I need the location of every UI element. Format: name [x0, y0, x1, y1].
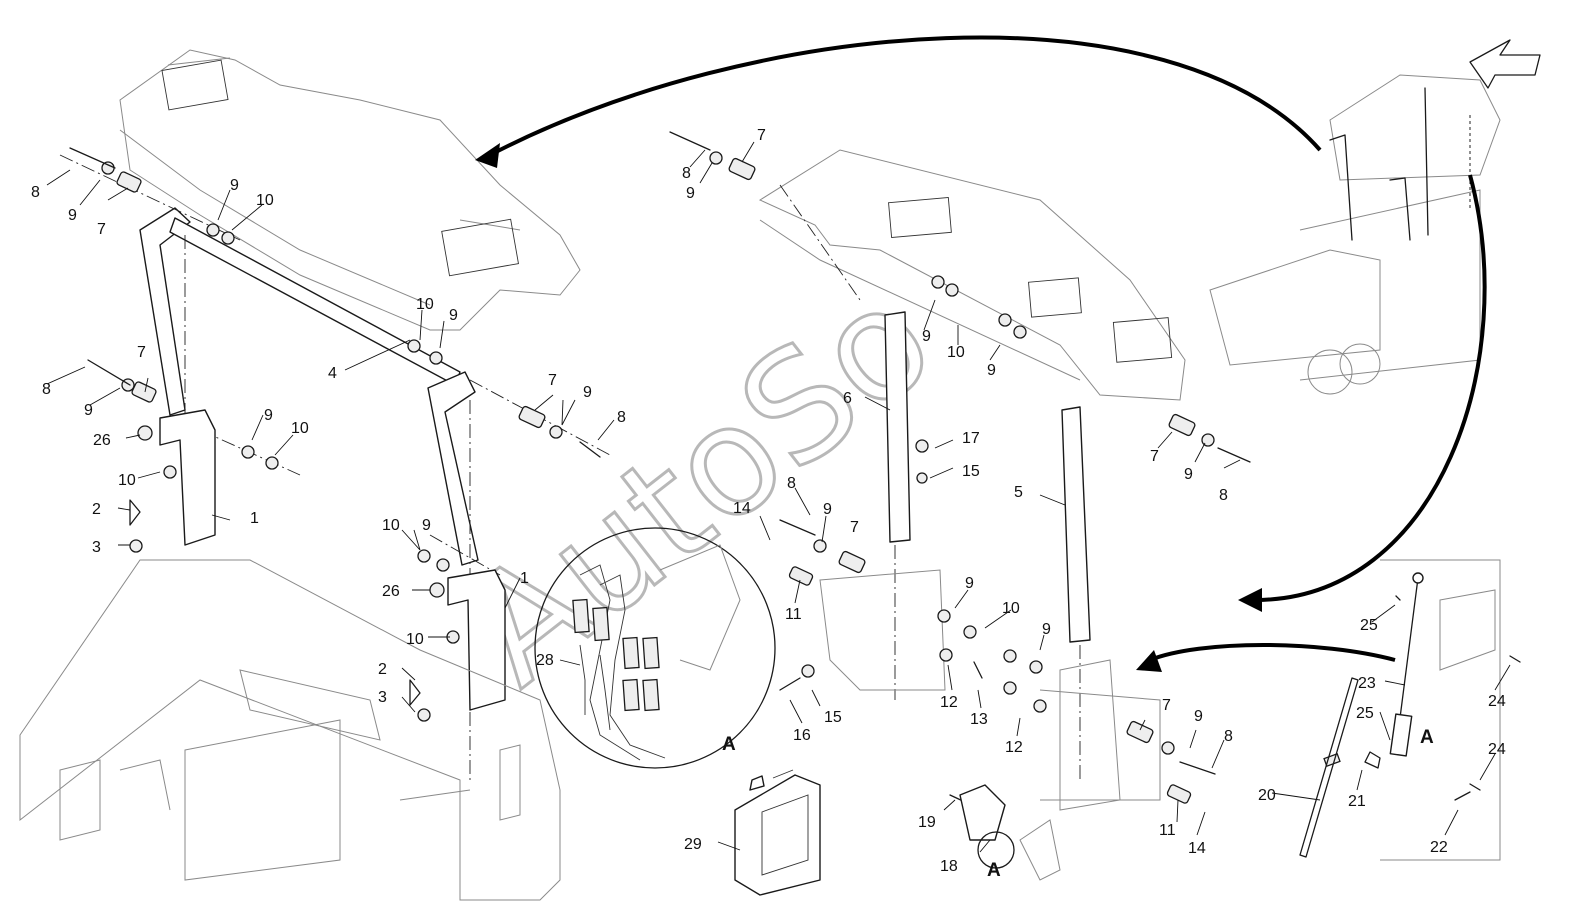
- callout-9: 9: [922, 328, 931, 345]
- callout-8: 8: [1219, 487, 1228, 504]
- callout-1: 1: [250, 510, 259, 527]
- oil-canister: [734, 769, 821, 896]
- callout-7: 7: [850, 519, 859, 536]
- rear-posts: [779, 184, 1091, 780]
- callout-21: 21: [1348, 793, 1366, 810]
- detail-a-hoses: [534, 527, 776, 769]
- flow-arrows: [475, 35, 1487, 672]
- callout-14: 14: [733, 500, 751, 517]
- callout-7: 7: [137, 344, 146, 361]
- gas-strut-assembly: [1299, 559, 1501, 861]
- callout-9: 9: [1194, 708, 1203, 725]
- callout-9: 9: [965, 575, 974, 592]
- callout-9: 9: [1184, 466, 1193, 483]
- callout-9: 9: [264, 407, 273, 424]
- callout-10: 10: [382, 517, 400, 534]
- callout-9: 9: [823, 501, 832, 518]
- detail-marker-a: A: [722, 734, 736, 755]
- detail-marker-a: A: [987, 860, 1001, 881]
- callout-24: 24: [1488, 741, 1506, 758]
- callout-9: 9: [230, 177, 239, 194]
- callout-25: 25: [1360, 617, 1378, 634]
- callout-9: 9: [583, 384, 592, 401]
- callout-7: 7: [1162, 697, 1171, 714]
- callout-10: 10: [118, 472, 136, 489]
- callout-23: 23: [1358, 675, 1376, 692]
- callout-7: 7: [548, 372, 557, 389]
- callout-9: 9: [84, 402, 93, 419]
- callout-9: 9: [1042, 621, 1051, 638]
- callout-28: 28: [536, 652, 554, 669]
- roof-panel-left: [119, 49, 581, 331]
- callout-20: 20: [1258, 787, 1276, 804]
- callout-11: 11: [785, 606, 802, 623]
- callout-8: 8: [1224, 728, 1233, 745]
- callout-10: 10: [1002, 600, 1020, 617]
- callout-7: 7: [97, 221, 106, 238]
- callout-9: 9: [686, 185, 695, 202]
- paver-overview: [1209, 39, 1541, 395]
- callout-10: 10: [291, 420, 309, 437]
- callout-11: 11: [1159, 822, 1176, 839]
- callout-9: 9: [68, 207, 77, 224]
- callout-3: 3: [92, 539, 101, 556]
- callout-9: 9: [987, 362, 996, 379]
- callout-12: 12: [1005, 739, 1023, 756]
- callout-8: 8: [787, 475, 796, 492]
- callouts: 1 1 2 2 3 3 4 5 6 7 7 7 7 7 7 7 8 8 8 8 …: [31, 127, 1506, 881]
- callout-8: 8: [31, 184, 40, 201]
- callout-12: 12: [940, 694, 958, 711]
- callout-8: 8: [617, 409, 626, 426]
- callout-15: 15: [962, 463, 980, 480]
- mounting-brackets-left: [159, 409, 506, 711]
- callout-10: 10: [947, 344, 965, 361]
- callout-7: 7: [1150, 448, 1159, 465]
- callout-1: 1: [520, 570, 529, 587]
- callout-2: 2: [92, 501, 101, 518]
- callout-15: 15: [824, 709, 842, 726]
- rear-brackets: [819, 569, 1161, 811]
- callout-10: 10: [416, 296, 434, 313]
- callout-7: 7: [757, 127, 766, 144]
- callout-14: 14: [1188, 840, 1206, 857]
- callout-26: 26: [93, 432, 111, 449]
- roof-panel-center: [758, 149, 1186, 401]
- machine-body-left: [19, 559, 561, 901]
- callout-25: 25: [1356, 705, 1374, 722]
- switch-assembly: [959, 784, 1061, 881]
- callout-29: 29: [684, 836, 702, 853]
- leader-lines: [46, 141, 1511, 853]
- callout-19: 19: [918, 814, 936, 831]
- callout-10: 10: [256, 192, 274, 209]
- callout-26: 26: [382, 583, 400, 600]
- detail-marker-a: A: [1420, 727, 1434, 748]
- hardware-parts: [69, 131, 1521, 804]
- callout-10: 10: [406, 631, 424, 648]
- callout-9: 9: [422, 517, 431, 534]
- callout-24: 24: [1488, 693, 1506, 710]
- callout-4: 4: [328, 365, 337, 382]
- callout-8: 8: [42, 381, 51, 398]
- callout-8: 8: [682, 165, 691, 182]
- callout-9: 9: [449, 307, 458, 324]
- callout-6: 6: [843, 390, 852, 407]
- callout-2: 2: [378, 661, 387, 678]
- callout-18: 18: [940, 858, 958, 875]
- callout-5: 5: [1014, 484, 1023, 501]
- callout-16: 16: [793, 727, 811, 744]
- callout-17: 17: [962, 430, 980, 447]
- callout-13: 13: [970, 711, 988, 728]
- callout-22: 22: [1430, 839, 1448, 856]
- callout-3: 3: [378, 689, 387, 706]
